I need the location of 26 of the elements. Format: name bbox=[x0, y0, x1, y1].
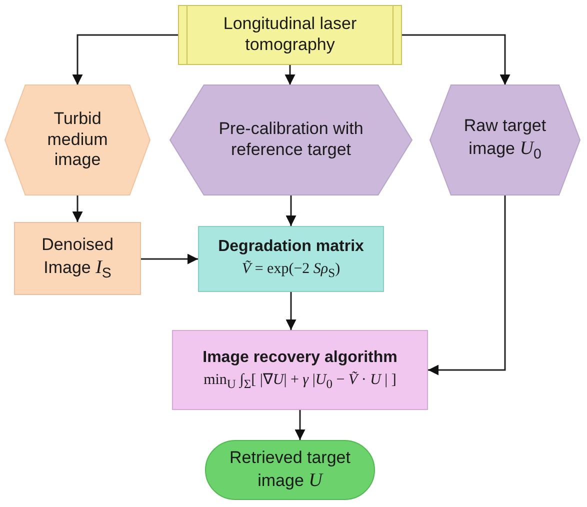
arrow bbox=[141, 254, 198, 264]
arrow bbox=[294, 410, 306, 440]
node-label: Longitudinal laser tomography bbox=[222, 14, 358, 56]
arrow bbox=[284, 65, 296, 85]
node-label: Degradation matrix bbox=[218, 237, 364, 257]
node-label: Turbid medium image bbox=[46, 108, 109, 172]
node-label: Image recovery algorithm bbox=[202, 348, 398, 368]
process-box bbox=[172, 330, 428, 410]
process-box bbox=[14, 222, 141, 295]
formula: min$_{U}$ ∫$_{Σ}$[ |∇U| + γ |U$_{0}$ − Ṽ · U | ] bbox=[204, 370, 396, 392]
node-label: Retrieved target image U bbox=[228, 448, 352, 492]
hexagon-node bbox=[5, 85, 150, 195]
arrow bbox=[72, 34, 178, 85]
arrow bbox=[428, 195, 506, 376]
node-label: Denoised Image I$_{S}$ bbox=[40, 234, 114, 282]
hexagon-node bbox=[430, 85, 580, 195]
arrow bbox=[286, 292, 296, 330]
node-label: Pre-calibration with reference target bbox=[218, 119, 364, 161]
arrow bbox=[286, 195, 296, 226]
hexagon-node bbox=[170, 85, 412, 195]
node-label: Raw target image U$_{0}$ bbox=[462, 116, 548, 164]
process-box bbox=[198, 226, 384, 292]
arrow bbox=[72, 195, 83, 222]
process-box bbox=[178, 5, 402, 65]
arrow bbox=[402, 34, 510, 85]
formula: Ṽ = exp(−2 Sρ$_{S}$) bbox=[242, 260, 340, 281]
